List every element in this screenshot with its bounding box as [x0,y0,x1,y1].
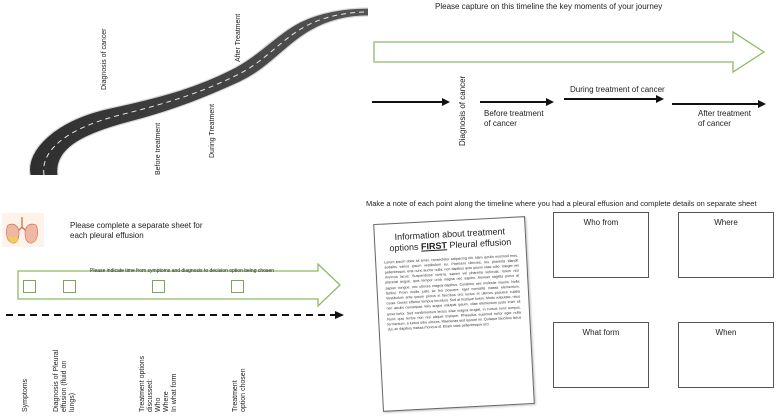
who-from-label: Who from [583,218,619,227]
symptoms-checkbox[interactable] [23,280,36,293]
chosen-line-1: Treatment [232,380,239,412]
diagnosis-checkbox[interactable] [63,280,76,293]
when-box[interactable]: When [678,322,774,388]
timeline-label-during: During treatment of cancer [570,85,665,94]
chosen-checkbox[interactable] [231,280,244,293]
sheet-body-text: Lorem ipsum dolor sit amet, consectetur … [384,253,522,332]
timeline-title: Please capture on this timeline the key … [435,2,663,11]
label-symptoms: Symptoms [22,378,29,412]
label-chosen: Treatment option chosen [232,368,248,412]
options-line-1: Treatment options [139,355,146,412]
who-from-box[interactable]: Who from [553,212,649,278]
bottom-right-heading: Make a note of each point along the time… [366,199,757,208]
before-line-1: Before treatment [484,109,544,118]
label-options: Treatment options discussed: Who Where I… [139,356,179,412]
options-checkbox[interactable] [152,280,165,293]
heading-line-2: each pleural effusion [70,231,144,241]
options-line-2: discussed: [147,378,155,412]
where-box[interactable]: Where [678,212,774,278]
timeline-label-before: Before treatment of cancer [484,109,544,129]
bottom-left-heading: Please complete a separate sheet for eac… [70,221,203,242]
chosen-line-2: option chosen [240,368,248,412]
diagnosis-line-3: lungs) [69,392,77,412]
information-sheet: Information about treatment options FIRS… [373,216,535,412]
before-line-2: of cancer [484,119,517,128]
heading-line-1: Please complete a separate sheet for [70,221,203,230]
sheet-title-post: Pleural effusion [446,236,512,251]
what-form-label: What form [582,328,620,337]
sheet-title: Information about treatment options FIRS… [375,225,526,254]
sheet-title-pre: options [389,241,422,254]
where-label: Where [714,218,738,227]
timeline-label-after: After treatment of cancer [698,109,751,129]
after-line-2: of cancer [698,119,731,128]
diagnosis-line-2: effusion (fluid on [61,360,69,412]
after-line-1: After treatment [698,109,751,118]
when-label: When [715,328,737,337]
label-diagnosis: Diagnosis of Pleural effusion (fluid on … [53,350,77,412]
options-line-3: Who [155,397,163,412]
sheet-title-emph: FIRST [420,240,448,252]
arrow-instruction: Please indicate time from symptoms and d… [90,268,274,274]
what-form-box[interactable]: What form [553,322,649,388]
diagnosis-line-1: Diagnosis of Pleural [53,349,60,412]
options-line-5: In what form [171,373,179,412]
options-line-4: Where [163,391,171,412]
